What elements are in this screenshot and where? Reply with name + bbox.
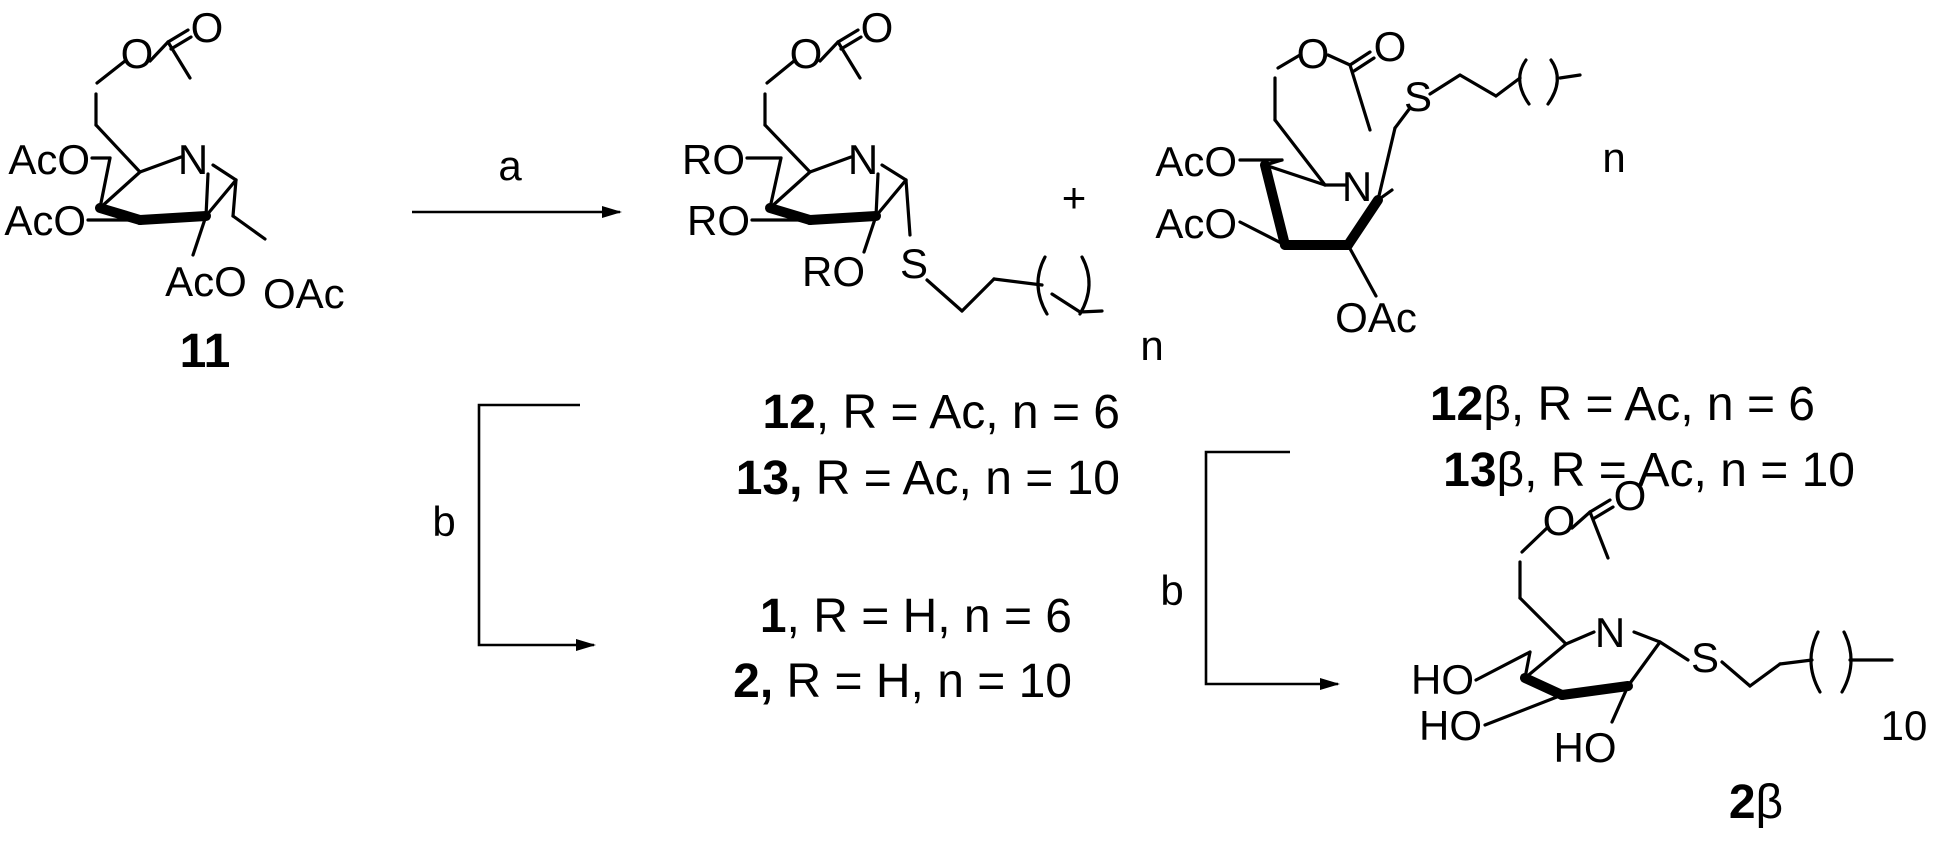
- hydroxyl-c2: HO: [1554, 724, 1617, 771]
- alpha-thioglycoside: O O N RO RO RO S n: [682, 4, 1164, 369]
- compound-13-beta-definition: R = Ac, n = 10: [1537, 444, 1855, 497]
- compound-2-definition: R = H, n = 10: [773, 655, 1072, 708]
- beta-symbol: β: [1756, 776, 1784, 829]
- compound-number-13-beta: 13: [1443, 444, 1496, 497]
- ring-nitrogen: N: [848, 136, 878, 183]
- reagent-label-b-left: b: [432, 498, 455, 545]
- compound-12-beta-definition: , R = Ac, n = 6: [1511, 378, 1815, 431]
- compound-11: O O N AcO AcO AcO OAc 11: [4, 4, 344, 378]
- beta-thioglycoside-bonds: [1238, 50, 1582, 298]
- ring-oxygen: O: [1543, 497, 1576, 544]
- compound-1-definition: , R = H, n = 6: [787, 590, 1072, 643]
- reaction-arrow-b-left: [477, 403, 596, 651]
- acetoxy-c2: OAc: [1335, 294, 1417, 341]
- compound-2-beta: O O N HO HO HO S 10 2β: [1411, 472, 1927, 829]
- carbonyl-oxygen: O: [191, 4, 224, 51]
- carbonyl-oxygen: O: [1374, 23, 1407, 70]
- alpha-thioglycoside-bonds: [745, 28, 1104, 316]
- ring-oxygen: O: [790, 30, 823, 77]
- ring-oxygen: O: [121, 30, 154, 77]
- acetoxy-c3: AcO: [4, 197, 86, 244]
- beta-symbol: β,: [1497, 444, 1538, 497]
- carbonyl-oxygen: O: [1614, 472, 1647, 519]
- label-compound-12-beta: 12β, R = Ac, n = 6: [1430, 378, 1815, 431]
- acetoxy-c4: AcO: [8, 136, 90, 183]
- compound-13-definition: R = Ac, n = 10: [802, 452, 1120, 505]
- label-compound-1: 1, R = H, n = 6: [760, 590, 1072, 643]
- ring-oxygen: O: [1297, 30, 1330, 77]
- beta-thioglycoside: O O N AcO AcO OAc S n: [1155, 23, 1625, 341]
- ring-nitrogen: N: [178, 136, 208, 183]
- chain-repeat-n: n: [1140, 322, 1163, 369]
- ring-nitrogen: N: [1342, 163, 1372, 210]
- plus-sign: +: [1062, 174, 1087, 221]
- compound-number-11: 11: [180, 325, 231, 378]
- compound-number-2-beta: 2β: [1729, 776, 1783, 829]
- compound-number-2: 2,: [733, 655, 773, 708]
- thioether-sulfur: S: [1404, 73, 1432, 120]
- compound-12-definition: , R = Ac, n = 6: [816, 386, 1120, 439]
- label-compound-12: 12, R = Ac, n = 6: [762, 386, 1120, 439]
- compound-number-13: 13,: [736, 452, 803, 505]
- carbonyl-oxygen: O: [861, 4, 894, 51]
- hydroxyl-c4: HO: [1411, 656, 1474, 703]
- label-compound-13-beta: 13β, R = Ac, n = 10: [1443, 444, 1855, 497]
- compound-2-beta-bonds: [1474, 498, 1894, 727]
- reagent-label-b-right: b: [1160, 567, 1183, 614]
- beta-symbol: β: [1483, 378, 1511, 431]
- ro-c3: RO: [687, 197, 750, 244]
- hydroxyl-c3: HO: [1419, 702, 1482, 749]
- acetoxy-c2: AcO: [165, 258, 247, 305]
- ring-nitrogen: N: [1595, 609, 1625, 656]
- ro-c2: RO: [802, 248, 865, 295]
- thioether-sulfur: S: [1691, 634, 1719, 681]
- compound-number-1: 1: [760, 590, 787, 643]
- compound-number-12-beta: 12: [1430, 378, 1483, 431]
- compound-number-12: 12: [762, 386, 815, 439]
- label-compound-2: 2, R = H, n = 10: [733, 655, 1072, 708]
- reagent-label-a: a: [498, 142, 522, 189]
- chain-repeat-n: n: [1602, 134, 1625, 181]
- label-compound-13: 13, R = Ac, n = 10: [736, 452, 1120, 505]
- chain-repeat-count: 10: [1881, 702, 1928, 749]
- ro-c4: RO: [682, 136, 745, 183]
- acetoxy-c4: AcO: [1155, 138, 1237, 185]
- reaction-arrow-b-right: [1204, 450, 1340, 690]
- acetoxy-c1: OAc: [263, 270, 345, 317]
- compound-11-bonds: [86, 28, 267, 257]
- compound-number-2: 2: [1729, 776, 1756, 829]
- thioether-sulfur: S: [900, 240, 928, 287]
- acetoxy-c3: AcO: [1155, 200, 1237, 247]
